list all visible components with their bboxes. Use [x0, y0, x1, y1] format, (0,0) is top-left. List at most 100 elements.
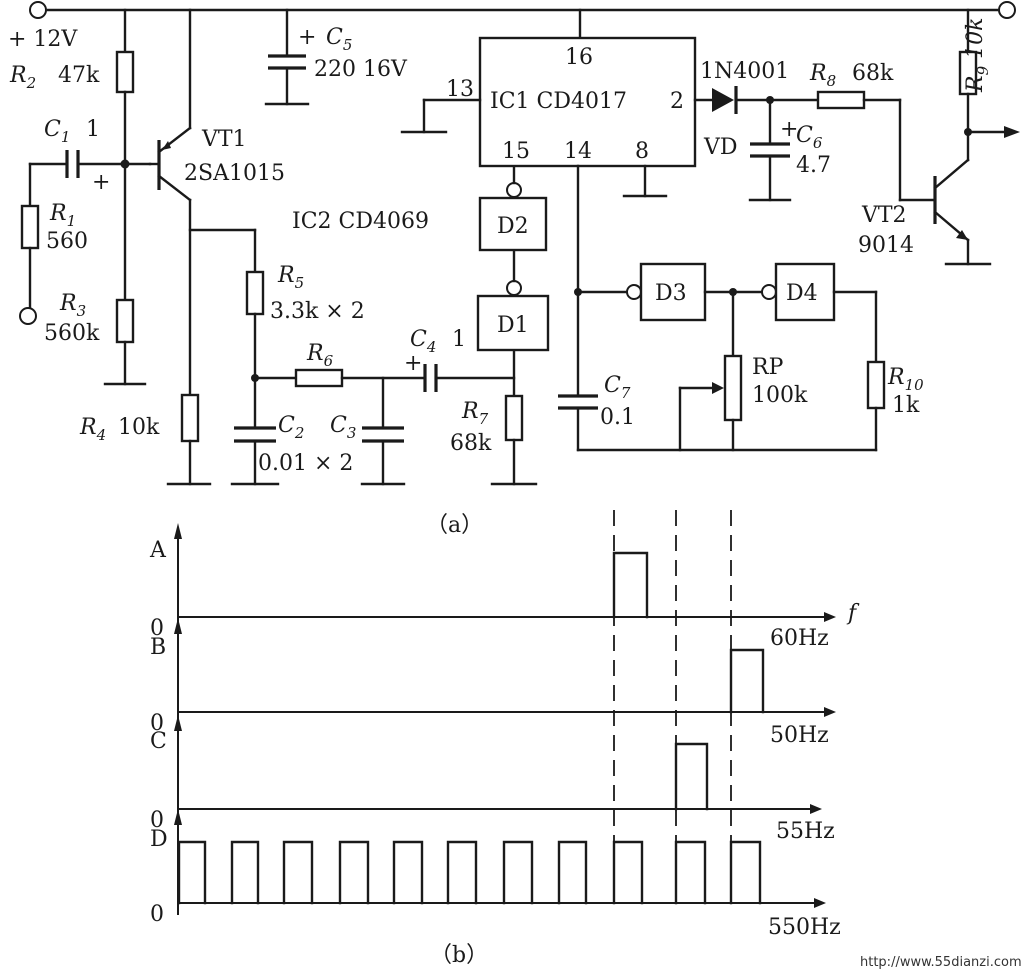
row-label: C — [150, 729, 167, 754]
c5-value: 220 16V — [314, 57, 408, 82]
c1-value: 1 — [86, 117, 100, 142]
ic1-cd4017: 16 IC1 CD4017 2 15 14 8 13 — [446, 8, 697, 168]
watermark: http://www.55dianzi.com — [860, 955, 1022, 970]
rp-name: RP — [752, 355, 784, 380]
output-junction — [964, 128, 972, 136]
row-zero: 0 — [150, 808, 164, 833]
pulse-train — [177, 840, 762, 905]
row-label: D — [150, 827, 168, 852]
r6-name: R6 — [306, 341, 334, 370]
c6-polarity: + — [780, 117, 798, 142]
row-y-arrow — [174, 715, 182, 731]
c4-polarity: + — [404, 351, 422, 376]
caption-a: （a） — [426, 513, 483, 538]
capacitor-c7: C7 0.1 — [558, 373, 635, 452]
r7-name: R7 — [461, 399, 489, 428]
supply-terminal-left — [29, 1, 47, 19]
r8-name: R8 — [809, 61, 836, 90]
r5-r6-junction — [251, 374, 259, 382]
r5-name: R5 — [277, 263, 304, 292]
resistor-r3: R3 560k — [44, 291, 147, 386]
row-x-arrow — [824, 707, 836, 717]
d1-label: D1 — [497, 313, 529, 338]
r2-name: R2 — [9, 63, 36, 92]
row-x-arrow — [814, 898, 826, 908]
r4-name: R4 — [79, 415, 106, 444]
capacitor-c1: C1 1 + — [28, 117, 152, 195]
c5-polarity: + — [298, 25, 316, 50]
capacitor-c3: C3 — [330, 376, 406, 486]
r3-name: R3 — [59, 291, 86, 320]
row-y-arrow — [174, 523, 182, 539]
capacitor-c5: + C5 220 16V — [264, 8, 408, 106]
capacitor-c6: + C6 4.7 — [748, 98, 831, 202]
pin8-ground — [622, 164, 668, 198]
capacitor-c4: + C4 1 — [404, 327, 516, 392]
circuit-diagram: + 12V R2 47k R3 560k C1 1 + — [8, 1, 1020, 538]
ic1-pin13: 13 — [446, 77, 474, 102]
waveform-row-d: D0 550Hz — [150, 809, 841, 940]
c5-name: C5 — [326, 25, 352, 54]
ic1-pin14: 14 — [564, 139, 592, 164]
row-x-arrow — [810, 804, 822, 814]
resistor-r2: R2 47k — [9, 8, 135, 302]
output-arrow — [1004, 126, 1020, 138]
diode-name: VD — [703, 135, 738, 160]
diode-vd: 1N4001 VD — [693, 59, 820, 160]
capacitor-c2: C2 0.01 × 2 — [230, 413, 353, 486]
r3-value: 560k — [44, 321, 100, 346]
row-label: A — [149, 538, 167, 563]
row-frequency: 50Hz — [770, 723, 829, 748]
caption-b: （b） — [430, 943, 488, 968]
ic1-pin16: 16 — [565, 45, 593, 70]
c4-value: 1 — [452, 327, 466, 352]
c7-name: C7 — [604, 373, 631, 402]
c1-name: C1 — [44, 117, 70, 146]
ic1-label: IC1 CD4017 — [490, 89, 627, 114]
ic1-pin8: 8 — [635, 139, 649, 164]
pin13-ground — [400, 98, 482, 134]
c2-value: 0.01 × 2 — [258, 451, 353, 476]
row-zero: 0 — [150, 711, 164, 736]
gate-d3: D3 — [626, 262, 707, 322]
c2-name: C2 — [278, 413, 304, 442]
transistor-vt1: VT1 2SA1015 — [148, 8, 285, 397]
r1-value: 560 — [46, 229, 88, 254]
row-y-arrow — [174, 809, 182, 825]
row-frequency: 60Hz — [770, 626, 829, 651]
vt1-part: 2SA1015 — [184, 161, 285, 186]
d4-label: D4 — [786, 281, 818, 306]
r10-name: R10 — [887, 365, 924, 394]
supply-label: + 12V — [8, 27, 78, 52]
resistor-r4: R4 10k — [79, 393, 212, 486]
c6-value: 4.7 — [796, 153, 831, 178]
row-y-arrow — [174, 618, 182, 634]
waveform-row-c: C 0 55Hz — [150, 715, 835, 844]
c1-polarity: + — [92, 170, 110, 195]
resistor-r1: R1 560 — [19, 162, 88, 325]
r10-value: 1k — [892, 393, 920, 418]
diode-part: 1N4001 — [700, 59, 789, 84]
row-frequency: 55Hz — [776, 819, 835, 844]
r7-value: 68k — [450, 431, 492, 456]
c6-name: C6 — [796, 123, 823, 152]
pulse-train — [612, 551, 649, 619]
transistor-vt2: VT2 9014 — [858, 158, 992, 266]
c4-name: C4 — [410, 327, 436, 356]
resistor-r9: R9 10k — [958, 8, 1020, 162]
potentiometer-rp: RP 100k — [678, 290, 808, 452]
r8-value: 68k — [852, 61, 894, 86]
r5-value: 3.3k × 2 — [270, 299, 365, 324]
supply-rail: + 12V — [8, 1, 1016, 52]
ic2-label: IC2 CD4069 — [292, 209, 429, 234]
resistor-r8: R8 68k — [809, 61, 936, 202]
row-frequency: 550Hz — [768, 915, 841, 940]
ic1-pin15: 15 — [502, 139, 530, 164]
resistor-r6: R6 — [253, 341, 426, 388]
ic1-pin2: 2 — [670, 89, 684, 114]
row-x-arrow — [824, 612, 836, 622]
pulse-train — [729, 648, 765, 714]
